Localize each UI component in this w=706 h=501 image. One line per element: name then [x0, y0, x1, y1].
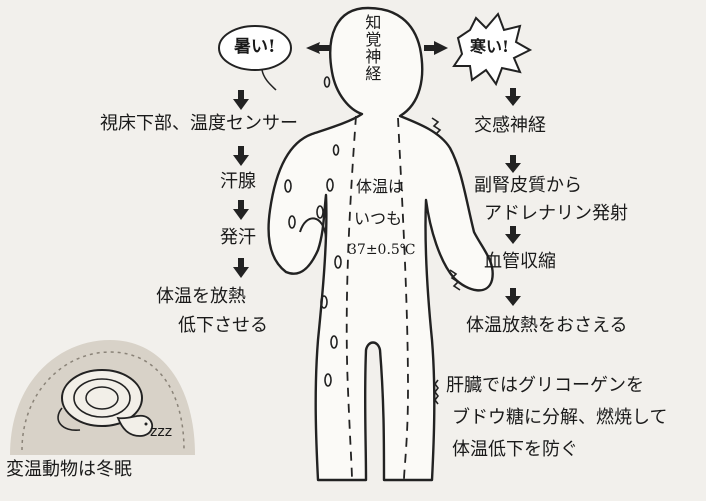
body-temp-line2: いつも — [354, 209, 403, 228]
hibernation-caption: 変温動物は冬眠 — [6, 459, 132, 480]
cold-step-adrenal-line2: アドレナリン発射 — [484, 203, 628, 224]
hot-result-line1: 体温を放熱 — [156, 286, 246, 307]
cold-arrows — [424, 41, 521, 306]
cold-step-adrenal-line1: 副腎皮質から — [474, 175, 582, 196]
cold-step-suppress: 体温放熱をおさえる — [466, 315, 628, 336]
cold-bubble-shape — [452, 12, 533, 87]
liver-line1: 肝臓ではグリコーゲンを — [446, 375, 644, 396]
hot-arrows — [233, 42, 330, 278]
cold-step-sympathetic: 交感神経 — [474, 115, 546, 136]
human-body-figure — [267, 6, 494, 482]
hot-step-hypothalamus: 視床下部、温度センサー — [100, 113, 298, 134]
body-temp-line3: 37±0.5℃ — [348, 242, 416, 258]
shiver-marks — [431, 117, 461, 405]
liver-line3: 体温低下を防ぐ — [452, 439, 578, 460]
body-temp-line1: 体温は — [356, 177, 405, 196]
sensory-nerve-label: 知覚神経 — [362, 14, 382, 82]
hot-step-sweat-gland: 汗腺 — [220, 171, 256, 192]
cold-bubble-label: 寒い! — [470, 37, 510, 56]
dashed-line-right — [397, 117, 409, 481]
hibernation-illustration — [10, 340, 195, 455]
dashed-line-left — [345, 115, 357, 481]
hot-bubble-label: 暑い! — [234, 37, 276, 57]
snore-text: zzz — [150, 424, 173, 440]
sweat-drops — [284, 76, 342, 387]
hot-bubble-shape — [218, 25, 292, 91]
liver-line2: ブドウ糖に分解、燃焼して — [452, 407, 668, 428]
hot-step-sweating: 発汗 — [220, 227, 256, 248]
hot-result-line2: 低下させる — [178, 315, 268, 336]
cold-step-vasoconstriction: 血管収縮 — [484, 251, 556, 272]
